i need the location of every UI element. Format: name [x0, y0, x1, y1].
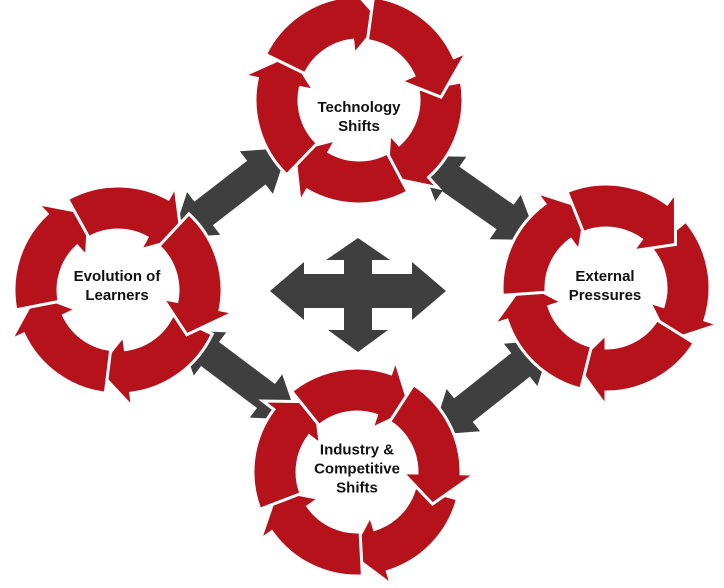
external-pressures-label: External Pressures [565, 267, 645, 305]
connector-arrow-technology-evolution [172, 148, 288, 238]
cycle-arrow-segment [289, 355, 413, 432]
technology-shifts-line-1: Technology [314, 98, 404, 117]
cycles-layer [7, 0, 723, 588]
cycle-arrow-segment [292, 137, 410, 207]
industry-competitive-shifts-line-2: Competitive [311, 459, 403, 479]
cycle-arrow-segment [65, 182, 184, 253]
cycle-arrow-segment [251, 399, 323, 512]
cycle-arrow-segment [347, 485, 460, 588]
cycle-industry [251, 355, 480, 588]
cycle-arrow-segment [565, 182, 678, 253]
technology-shifts-line-2: Shifts [314, 117, 404, 136]
industry-competitive-shifts-line-3: Shifts [311, 478, 403, 498]
industry-competitive-shifts-line-1: Industry & [311, 440, 403, 460]
four-way-arrow [270, 238, 446, 352]
cycle-arrow-segment [12, 201, 91, 312]
cycle-evolution [7, 182, 239, 412]
external-pressures-line-2: Pressures [565, 286, 645, 305]
cycle-arrow-segment [387, 382, 480, 506]
cycle-arrow-segment [7, 292, 113, 395]
connector-arrow-evolution-industry [178, 330, 298, 420]
cycle-external [489, 182, 723, 411]
external-pressures-line-1: External [565, 267, 645, 286]
cycle-technology [238, 0, 471, 207]
cycle-arrow-segment [238, 52, 320, 177]
connectors-layer [172, 148, 552, 435]
cycle-arrow-segment [646, 219, 723, 343]
cycle-arrow-segment [263, 0, 384, 76]
center-cross-layer [270, 238, 446, 352]
connector-arrow-external-industry [432, 340, 552, 435]
cycle-arrow-segment [365, 0, 471, 99]
evolution-of-learners-label: Evolution of Learners [70, 267, 164, 305]
cycle-arrow-segment [573, 317, 697, 411]
cycle-arrow-segment [156, 211, 239, 337]
industry-competitive-shifts-label: Industry & Competitive Shifts [311, 440, 403, 498]
cycle-arrow-segment [489, 280, 594, 391]
evolution-of-learners-line-1: Evolution of [70, 267, 164, 286]
cycle-arrow-segment [500, 189, 588, 297]
evolution-of-learners-line-2: Learners [70, 286, 164, 305]
cycle-arrow-segment [94, 313, 215, 412]
cycle-arrow-segment [257, 488, 364, 578]
connector-arrow-technology-external [418, 156, 538, 240]
technology-shifts-label: Technology Shifts [314, 98, 404, 136]
cycle-arrow-segment [385, 80, 465, 191]
